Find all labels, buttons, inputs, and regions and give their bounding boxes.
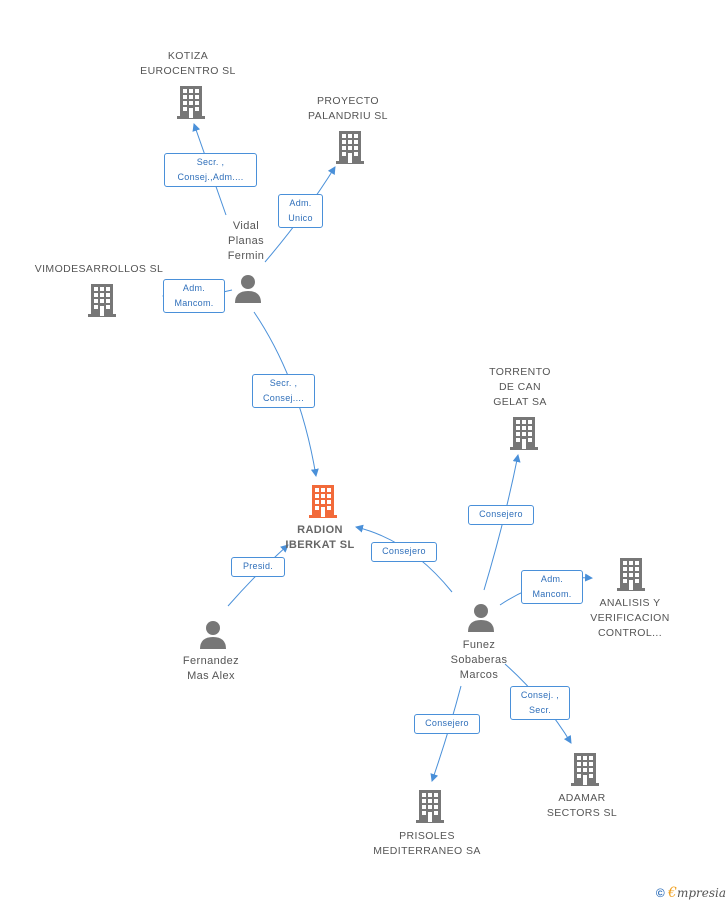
node-label-prisoles[interactable]: PRISOLES MEDITERRANEO SA [373,830,481,857]
building-icon[interactable] [616,556,646,592]
building-icon[interactable] [335,129,365,165]
edge-funez-prisoles [430,685,462,782]
edge-label-vidal-vimodesarrollos[interactable]: Adm. Mancom. [163,279,225,313]
edge-label-funez-adamar[interactable]: Consej. , Secr. [510,686,570,720]
edge-label-vidal-radion[interactable]: Secr. , Consej.... [252,374,315,408]
edge-label-vidal-proyecto[interactable]: Adm. Unico [278,194,323,228]
empresia-e-mark: € [668,885,677,901]
edge-label-funez-analisis[interactable]: Adm. Mancom. [521,570,583,604]
building-icon[interactable] [509,415,539,451]
node-label-vimodesarrollos[interactable]: VIMODESARROLLOS SL [34,263,164,275]
building-icon[interactable] [415,788,445,824]
node-label-funez[interactable]: Funez Sobaberas Marcos [450,639,508,681]
node-label-vidal[interactable]: Vidal Planas Fermin [227,220,265,262]
edge-label-fernandez-radion[interactable]: Presid. [231,557,285,577]
copyright-symbol: © [655,886,665,900]
edge-label-vidal-kotiza[interactable]: Secr. , Consej.,Adm.... [164,153,257,187]
building-icon-main[interactable] [308,483,338,519]
node-label-analisis[interactable]: ANALISIS Y VERIFICACION CONTROL... [590,597,670,639]
building-icon[interactable] [570,751,600,787]
node-label-kotiza[interactable]: KOTIZA EUROCENTRO SL [140,50,236,77]
edge-label-funez-prisoles[interactable]: Consejero [414,714,480,734]
node-label-adamar[interactable]: ADAMAR SECTORS SL [546,792,618,819]
node-label-proyecto[interactable]: PROYECTO PALANDRIU SL [308,95,388,122]
building-icon[interactable] [87,282,117,318]
building-icon[interactable] [176,84,206,120]
edge-label-funez-radion[interactable]: Consejero [371,542,437,562]
edge-label-funez-torrento[interactable]: Consejero [468,505,534,525]
person-icon[interactable] [199,620,227,650]
person-icon[interactable] [234,274,262,304]
node-label-radion[interactable]: RADION IBERKAT SL [285,524,355,551]
node-label-torrento[interactable]: TORRENTO DE CAN GELAT SA [489,366,551,408]
empresia-logo[interactable]: © €mpresia [656,885,726,901]
person-icon[interactable] [467,603,495,633]
node-label-fernandez[interactable]: Fernandez Mas Alex [182,655,240,682]
empresia-wordmark: mpresia [676,886,726,900]
